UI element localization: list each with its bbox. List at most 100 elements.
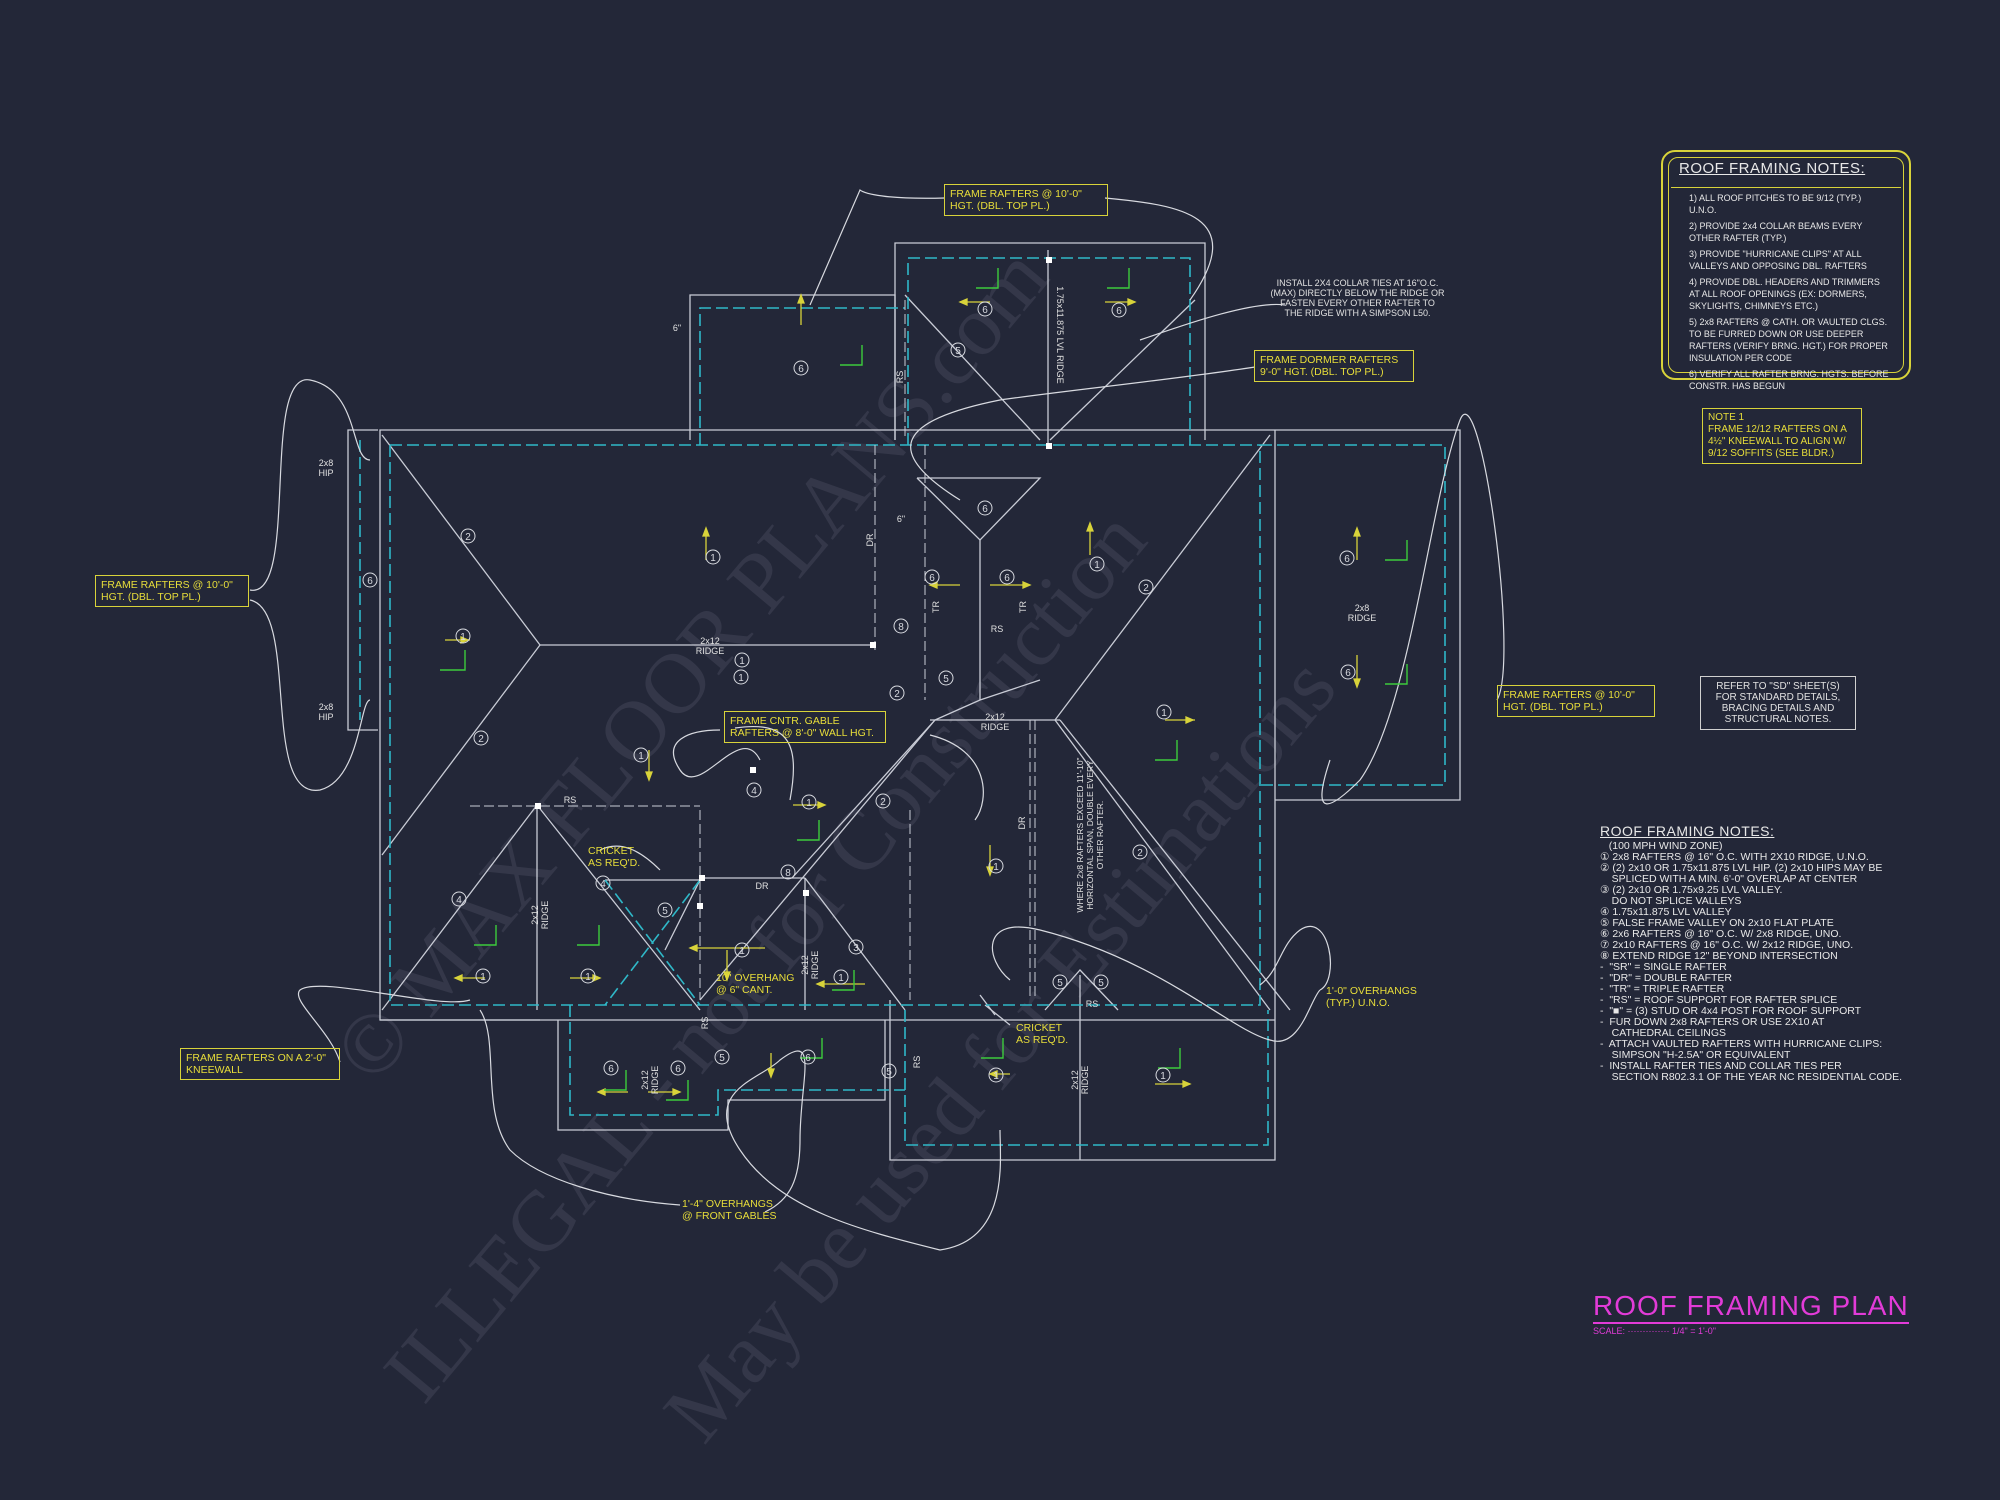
- svg-text:1: 1: [806, 798, 812, 809]
- svg-text:2: 2: [1143, 583, 1149, 594]
- callout-cricket-1: CRICKET AS REQ'D.: [588, 845, 641, 869]
- lower-note-item: ⑦ 2x10 RAFTERS @ 16" O.C. W/ 2x12 RIDGE,…: [1600, 939, 1854, 951]
- svg-text:1: 1: [738, 673, 744, 684]
- svg-text:6: 6: [1344, 554, 1350, 565]
- collar-tie-note: INSTALL 2X4 COLLAR TIES AT 16"O.C. (MAX)…: [1270, 278, 1445, 318]
- overhang-6-label: 6": [672, 323, 682, 333]
- callout-kneewall: FRAME RAFTERS ON A 2'-0" KNEEWALL: [180, 1048, 340, 1080]
- ridge-2x12-v4: 2x12 RIDGE: [1070, 1065, 1090, 1095]
- rafter-direction-arrows: [445, 293, 1361, 1096]
- svg-text:4: 4: [600, 879, 606, 890]
- notes-box-item: 5) 2x8 RAFTERS @ CATH. OR VAULTED CLGS. …: [1689, 317, 1888, 363]
- lower-note-item: ② (2) 2x10 OR 1.75x11.875 LVL HIP. (2) 2…: [1600, 862, 1883, 874]
- dr-label-2: DR: [755, 881, 769, 891]
- svg-text:2: 2: [1137, 848, 1143, 859]
- svg-text:6: 6: [1004, 573, 1010, 584]
- svg-text:6: 6: [367, 576, 373, 587]
- scale-value: 1/4" = 1'-0": [1672, 1326, 1716, 1336]
- rs-label-6: RS: [1085, 999, 1099, 1009]
- notes-box-item: 3) PROVIDE "HURRICANE CLIPS" AT ALL VALL…: [1689, 249, 1867, 271]
- refer-sd-note: REFER TO "SD" SHEET(S) FOR STANDARD DETA…: [1700, 676, 1856, 730]
- svg-text:1: 1: [710, 553, 716, 564]
- svg-text:1: 1: [638, 751, 644, 762]
- leader-lines: [249, 188, 1505, 1251]
- lower-note-item: SECTION R802.3.1 OF THE YEAR NC RESIDENT…: [1600, 1071, 1903, 1083]
- lower-note-item: - "■" = (3) STUD OR 4x4 POST FOR ROOF SU…: [1600, 1005, 1862, 1017]
- where-note: WHERE 2x8 RAFTERS EXCEED 11'-10" HORIZON…: [1075, 757, 1105, 913]
- notes-box-item: 4) PROVIDE DBL. HEADERS AND TRIMMERS AT …: [1689, 277, 1880, 311]
- ridge-label-2x12-left: 2x12 RIDGE: [695, 636, 725, 656]
- lower-note-item: SPLICED WITH A MIN. 6'-0" OVERLAP AT CEN…: [1600, 873, 1858, 885]
- rs-label-5: RS: [912, 1055, 922, 1069]
- svg-text:2: 2: [478, 734, 484, 745]
- lower-note-item: - ATTACH VAULTED RAFTERS WITH HURRICANE …: [1600, 1038, 1883, 1050]
- svg-text:6: 6: [805, 1053, 811, 1064]
- lower-note-item: - "DR" = DOUBLE RAFTER: [1600, 972, 1733, 984]
- callout-cricket-2: CRICKET AS REQ'D.: [1016, 1022, 1069, 1046]
- notes-box-heading: ROOF FRAMING NOTES:: [1679, 160, 1866, 177]
- ridge-2x12-v1: 2x12 RIDGE: [530, 900, 550, 930]
- tr-label-1: TR: [931, 601, 941, 613]
- svg-text:5: 5: [662, 906, 668, 917]
- callout-overhang-typ: 1'-0" OVERHANGS (TYP.) U.N.O.: [1326, 985, 1417, 1009]
- notes-box-item: 1) ALL ROOF PITCHES TO BE 9/12 (TYP.) U.…: [1689, 193, 1862, 215]
- svg-text:4: 4: [751, 786, 757, 797]
- scale-dots: ··············: [1627, 1326, 1670, 1336]
- callout-top-rafters: FRAME RAFTERS @ 10'-0" HGT. (DBL. TOP PL…: [944, 184, 1108, 216]
- title-main: ROOF FRAMING PLAN: [1593, 1290, 1909, 1324]
- lower-note-item: ① 2x8 RAFTERS @ 16" O.C. WITH 2X10 RIDGE…: [1600, 851, 1869, 863]
- svg-text:4: 4: [456, 895, 462, 906]
- svg-text:1: 1: [460, 632, 466, 643]
- overhang-6-label-b: 6": [896, 514, 906, 524]
- svg-text:6: 6: [798, 364, 804, 375]
- svg-text:6: 6: [982, 305, 988, 316]
- lower-note-item: - "SR" = SINGLE RAFTER: [1600, 961, 1727, 973]
- lower-note-item: - "TR" = TRIPLE RAFTER: [1600, 983, 1725, 995]
- svg-text:6: 6: [608, 1064, 614, 1075]
- lvl-ridge-label: 1.75x11.875 LVL RIDGE: [1055, 286, 1065, 384]
- lower-note-item: - "RS" = ROOF SUPPORT FOR RAFTER SPLICE: [1600, 994, 1838, 1006]
- ridge-2x12-v2: 2x12 RIDGE: [800, 950, 820, 980]
- rs-label-3: RS: [990, 624, 1004, 634]
- post-markers: [535, 257, 1052, 909]
- callout-left-rafters: FRAME RAFTERS @ 10'-0" HGT. (DBL. TOP PL…: [95, 575, 249, 607]
- callout-overhang-front: 1'-4" OVERHANGS @ FRONT GABLES: [682, 1198, 777, 1222]
- svg-text:1: 1: [480, 972, 486, 983]
- note-1: NOTE 1 FRAME 12/12 RAFTERS ON A 4½" KNEE…: [1702, 408, 1862, 464]
- svg-text:6: 6: [675, 1064, 681, 1075]
- svg-text:5: 5: [1098, 978, 1104, 989]
- svg-text:1: 1: [1094, 560, 1100, 571]
- notes-box-item: 6) VERIFY ALL RAFTER BRNG. HGTS. BEFORE …: [1689, 369, 1889, 391]
- lower-note-item: CATHEDRAL CEILINGS: [1600, 1027, 1727, 1039]
- ridge-label-2x8-right: 2x8 RIDGE: [1347, 603, 1377, 623]
- svg-text:3: 3: [853, 943, 859, 954]
- callout-dormer-rafters: FRAME DORMER RAFTERS 9'-0" HGT. (DBL. TO…: [1254, 350, 1414, 382]
- svg-text:1: 1: [1160, 1071, 1166, 1082]
- callout-right-rafters: FRAME RAFTERS @ 10'-0" HGT. (DBL. TOP PL…: [1497, 685, 1655, 717]
- svg-text:6: 6: [1345, 668, 1351, 679]
- callout-overhang-cant: 10" OVERHANG @ 6" CANT.: [716, 972, 795, 996]
- svg-text:2: 2: [894, 689, 900, 700]
- lower-notes-heading: ROOF FRAMING NOTES:: [1600, 823, 1775, 839]
- lower-note-item: - FUR DOWN 2x8 RAFTERS OR USE 2X10 AT: [1600, 1016, 1825, 1028]
- svg-text:2: 2: [880, 797, 886, 808]
- hip-label-top: 2x8 HIP: [318, 458, 334, 478]
- svg-text:1: 1: [1161, 708, 1167, 719]
- lower-note-item: - INSTALL RAFTER TIES AND COLLAR TIES PE…: [1600, 1060, 1842, 1072]
- roof-framing-notes-lower: ROOF FRAMING NOTES: (100 MPH WIND ZONE) …: [1600, 823, 1980, 1083]
- lower-note-item: (100 MPH WIND ZONE): [1600, 840, 1723, 852]
- rs-label-1: RS: [563, 795, 577, 805]
- lower-note-item: ⑧ EXTEND RIDGE 12" BEYOND INTERSECTION: [1600, 950, 1838, 962]
- title-scale: SCALE: ·············· 1/4" = 1'-0": [1593, 1326, 1909, 1336]
- svg-text:6: 6: [982, 504, 988, 515]
- roof-outline: [347, 242, 1461, 1161]
- svg-text:1: 1: [993, 862, 999, 873]
- svg-text:8: 8: [898, 622, 904, 633]
- lower-note-item: ⑥ 2x6 RAFTERS @ 16" O.C. W/ 2x8 RIDGE, U…: [1600, 928, 1842, 940]
- svg-text:2: 2: [465, 532, 471, 543]
- callout-gable-rafters: FRAME CNTR. GABLE RAFTERS @ 8'-0" WALL H…: [724, 711, 886, 743]
- notes-box-items: 1) ALL ROOF PITCHES TO BE 9/12 (TYP.) U.…: [1671, 187, 1901, 392]
- lower-note-item: SIMPSON "H-2.5A" OR EQUIVALENT: [1600, 1049, 1791, 1061]
- rs-label-2: RS: [895, 370, 905, 384]
